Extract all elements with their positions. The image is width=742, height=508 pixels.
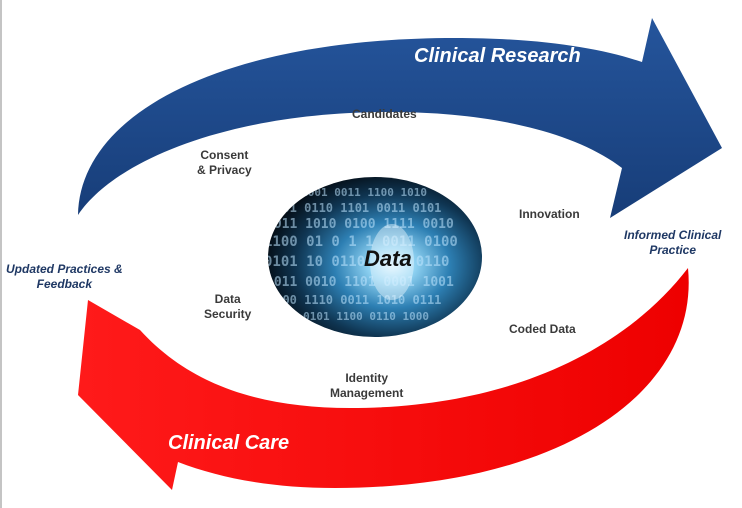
clinical-care-label: Clinical Care: [168, 432, 290, 454]
clinical-care-arrow: [78, 268, 689, 490]
svg-text:0110 1001 0011 1100 1010: 0110 1001 0011 1100 1010: [268, 186, 427, 199]
node-coded-data: Coded Data: [509, 322, 576, 336]
svg-text:0101 10 0110 1100 0110: 0101 10 0110 1100 0110: [264, 254, 449, 270]
node-data-security: Data Security: [204, 292, 252, 321]
svg-text:1001 0110 1101 0011 0101: 1001 0110 1101 0011 0101: [268, 201, 441, 215]
data-tunnel-image: 0110 1001 0011 1100 1010 1001 0110 1101 …: [264, 177, 482, 337]
node-candidates: Candidates: [352, 107, 417, 121]
clinical-research-label: Clinical Research: [414, 45, 581, 67]
node-identity-management: Identity Management: [330, 371, 404, 400]
svg-text:1010 0101 1100 0110 1000: 1010 0101 1100 0110 1000: [270, 310, 429, 323]
svg-text:1011 0010 1101 0001 1001: 1011 0010 1101 0001 1001: [266, 275, 454, 290]
informed-clinical-practice-label: Informed Clinical Practice: [624, 228, 722, 257]
node-innovation: Innovation: [519, 207, 580, 221]
clinical-research-arrow: [78, 18, 722, 218]
svg-text:0011 1010 0100 1111 0010: 0011 1010 0100 1111 0010: [266, 217, 454, 232]
node-consent-privacy: Consent & Privacy: [197, 148, 252, 177]
data-center-label: Data: [364, 246, 412, 271]
svg-text:0100 1110 0011 1010 0111: 0100 1110 0011 1010 0111: [268, 293, 441, 307]
updated-practices-feedback-label: Updated Practices & Feedback: [6, 262, 123, 291]
svg-text:1100 01 0 1 1 0011 0100: 1100 01 0 1 1 0011 0100: [264, 234, 458, 250]
